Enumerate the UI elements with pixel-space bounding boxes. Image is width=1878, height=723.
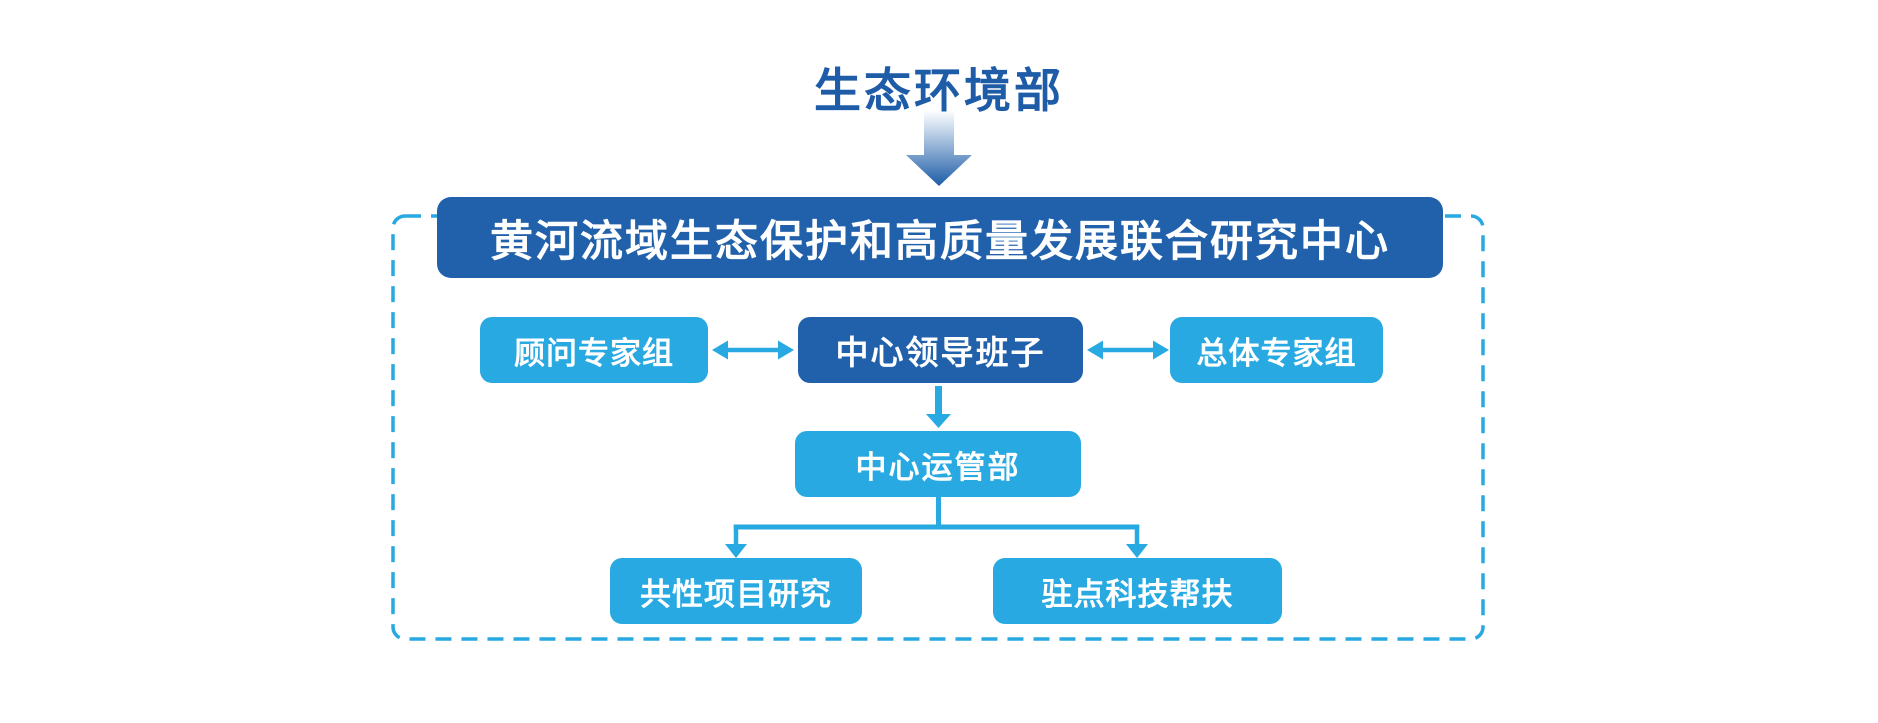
node-label: 黄河流域生态保护和高质量发展联合研究中心 <box>490 217 1390 266</box>
node-label: 共性项目研究 <box>640 576 832 612</box>
node-label: 总体专家组 <box>1196 335 1357 371</box>
node-overall-expert-group: 总体专家组 <box>1170 317 1383 383</box>
node-label: 驻点科技帮扶 <box>1041 576 1234 612</box>
branch-connector <box>725 495 1148 558</box>
double-arrow-right-icon <box>1087 340 1169 360</box>
node-common-project-research: 共性项目研究 <box>610 558 862 624</box>
node-advisory-expert-group: 顾问专家组 <box>480 317 708 383</box>
node-label: 顾问专家组 <box>514 335 674 371</box>
node-label: 中心运管部 <box>855 449 1021 485</box>
dashed-boundary <box>391 214 1485 641</box>
gradient-down-arrow-icon <box>906 110 972 186</box>
double-arrow-left-icon <box>712 340 794 360</box>
node-resident-tech-support: 驻点科技帮扶 <box>993 558 1282 624</box>
down-arrow-icon <box>926 386 951 428</box>
node-center-leadership: 中心领导班子 <box>798 317 1083 383</box>
node-joint-research-center: 黄河流域生态保护和高质量发展联合研究中心 <box>437 197 1443 278</box>
node-operations-dept: 中心运管部 <box>795 431 1081 497</box>
ministry-title: 生态环境部 <box>814 64 1064 117</box>
node-label: 中心领导班子 <box>835 334 1046 371</box>
